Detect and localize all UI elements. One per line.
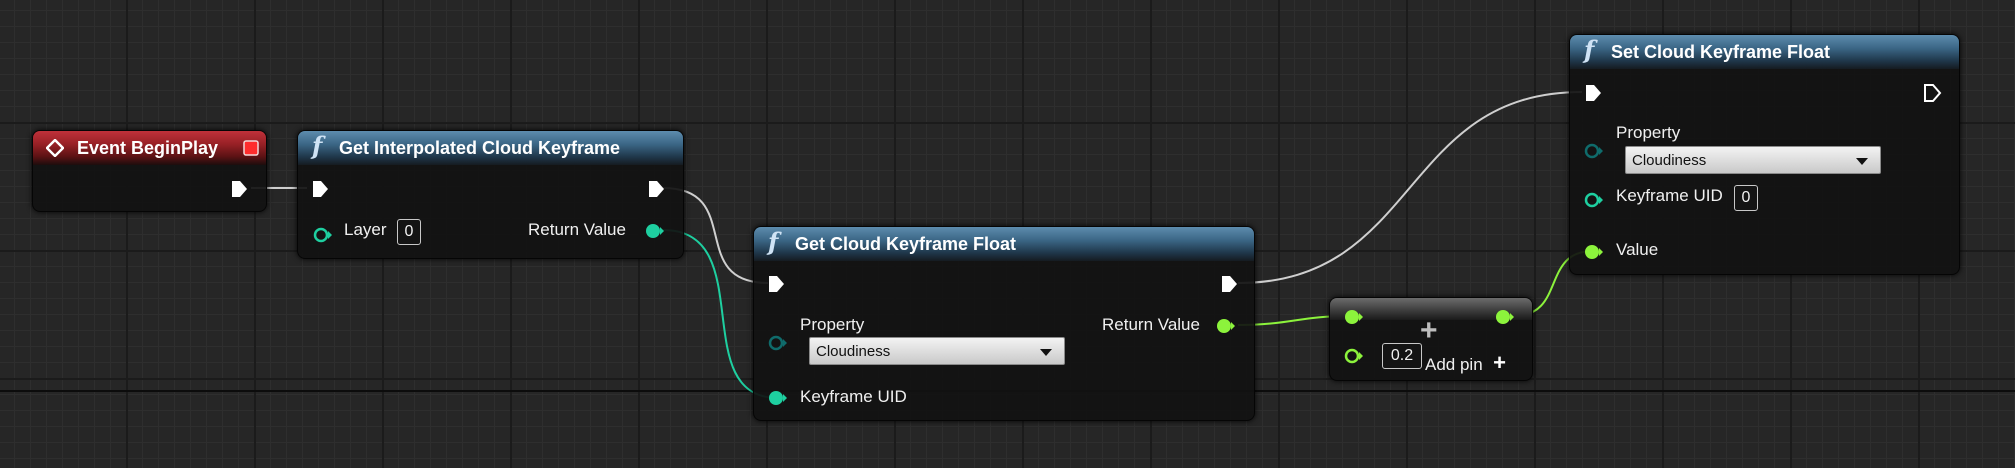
add-float-node[interactable]: + 0.2 Add pin + — [1329, 297, 1533, 381]
node-title: Event BeginPlay — [77, 138, 219, 158]
plus-icon: + — [1420, 314, 1438, 347]
return-value-pin[interactable] — [645, 221, 665, 241]
property-dropdown[interactable]: Cloudiness — [809, 337, 1065, 365]
keyframe-uid-label: Keyframe UID — [800, 387, 907, 406]
plus-icon: + — [1493, 350, 1506, 375]
event-beginplay-node[interactable]: Event BeginPlay — [32, 130, 267, 212]
keyframe-uid-input-pin[interactable] — [768, 388, 788, 408]
return-value-pin[interactable] — [1216, 316, 1236, 336]
exec-input-pin[interactable] — [766, 274, 786, 294]
return-value-label: Return Value — [1102, 315, 1200, 334]
layer-label: Layer — [344, 220, 387, 239]
function-icon: f — [1584, 35, 1595, 64]
property-label: Property — [800, 315, 865, 334]
chevron-down-icon — [1856, 158, 1868, 165]
function-icon: f — [312, 131, 323, 160]
node-header[interactable]: f Get Interpolated Cloud Keyframe — [298, 131, 683, 165]
function-icon: f — [768, 227, 779, 256]
exec-output-pin[interactable] — [1922, 83, 1942, 103]
node-header[interactable]: Event BeginPlay — [33, 131, 266, 165]
property-dropdown[interactable]: Cloudiness — [1625, 146, 1881, 174]
exec-output-pin[interactable] — [1219, 274, 1239, 294]
node-header[interactable]: f Get Cloud Keyframe Float — [754, 227, 1254, 261]
property-label: Property — [1616, 123, 1681, 142]
layer-input[interactable]: 0 — [397, 219, 421, 245]
keyframe-uid-input[interactable]: 0 — [1734, 185, 1758, 211]
delegate-pin[interactable] — [242, 139, 260, 157]
value-input-pin[interactable] — [1584, 242, 1604, 262]
result-output-pin[interactable] — [1495, 307, 1515, 327]
exec-output-pin[interactable] — [229, 179, 249, 199]
chevron-down-icon — [1040, 349, 1052, 356]
return-value-label: Return Value — [528, 220, 626, 239]
property-input-pin[interactable] — [1584, 141, 1604, 161]
a-input-pin[interactable] — [1344, 307, 1364, 327]
add-pin-label: Add pin — [1425, 355, 1483, 374]
node-title: Set Cloud Keyframe Float — [1611, 42, 1831, 62]
keyframe-uid-label: Keyframe UID — [1616, 186, 1723, 205]
exec-input-pin[interactable] — [310, 179, 330, 199]
exec-wire — [1237, 91, 1583, 284]
node-header[interactable] — [1330, 298, 1532, 320]
keyframe-uid-input-pin[interactable] — [1584, 190, 1604, 210]
exec-output-pin[interactable] — [646, 179, 666, 199]
node-title: Get Interpolated Cloud Keyframe — [339, 138, 621, 158]
get-interpolated-cloud-keyframe-node[interactable]: f Get Interpolated Cloud Keyframe Layer … — [297, 130, 684, 259]
node-title: Get Cloud Keyframe Float — [795, 234, 1017, 254]
set-cloud-keyframe-float-node[interactable]: f Set Cloud Keyframe Float Property Clou… — [1569, 34, 1960, 275]
get-cloud-keyframe-float-node[interactable]: f Get Cloud Keyframe Float Property Clou… — [753, 226, 1255, 421]
node-header[interactable]: f Set Cloud Keyframe Float — [1570, 35, 1959, 69]
layer-input-pin[interactable] — [313, 225, 333, 245]
event-diamond-icon — [46, 139, 64, 157]
exec-input-pin[interactable] — [1583, 83, 1603, 103]
property-dropdown-value: Cloudiness — [816, 343, 891, 360]
add-pin-button[interactable]: Add pin + — [1425, 350, 1506, 376]
property-input-pin[interactable] — [768, 333, 788, 353]
b-input-pin[interactable] — [1344, 346, 1364, 366]
property-dropdown-value: Cloudiness — [1632, 152, 1707, 169]
b-value-input[interactable]: 0.2 — [1382, 343, 1422, 369]
value-label: Value — [1616, 240, 1659, 259]
